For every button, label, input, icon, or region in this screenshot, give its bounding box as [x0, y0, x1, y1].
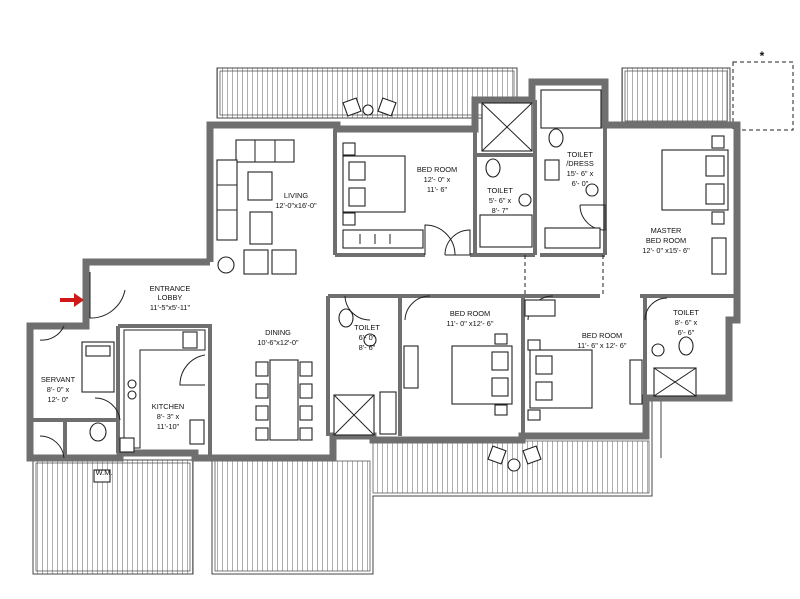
label-bed1-size-a: 12'- 0" x	[424, 175, 451, 184]
label-toilet3-size-b: 6'- 6"	[678, 328, 695, 337]
label-wm: W.M.	[96, 468, 113, 477]
label-dining-name: DINING	[265, 328, 291, 337]
label-servant-size-a: 8'- 0" x	[47, 385, 70, 394]
label-kitchen-name: KITCHEN	[152, 402, 184, 411]
label-toilet-dress-name-b: /DRESS	[566, 159, 594, 168]
label-toilet-dress-size-a: 15'- 6" x	[567, 169, 594, 178]
label-toilet2-size-b: 8'- 6"	[359, 343, 376, 352]
label-living-size: 12'-0"x16'-0"	[275, 201, 317, 210]
label-bed2-size: 11'- 0" x12'- 6"	[447, 319, 494, 328]
label-toilet-dress-size-b: 6'- 0"	[572, 179, 589, 188]
dashed-projection	[732, 61, 794, 131]
toilet-fixtures	[89, 89, 697, 483]
label-toilet1-name: TOILET	[487, 186, 513, 195]
label-living-name: LIVING	[284, 191, 308, 200]
label-toilet2-size-a: 6'- 0"	[359, 333, 376, 342]
label-lobby-name-b: LOBBY	[158, 293, 183, 302]
kitchen-counters	[119, 329, 206, 453]
living-furniture	[216, 139, 297, 275]
label-lobby-name: ENTRANCE	[150, 284, 191, 293]
label-servant-size-b: 12'- 0"	[48, 395, 69, 404]
balcony-chairs-top	[342, 97, 397, 117]
bed-room-1-bed	[342, 142, 424, 249]
label-lobby-size: 11'-5"x5'-11"	[150, 303, 191, 312]
balcony-top-right	[621, 67, 731, 125]
label-master-name: MASTER	[651, 226, 682, 235]
asterisk-mark: *	[760, 49, 765, 63]
servant-bed	[81, 341, 115, 393]
label-toilet1-size-b: 8'- 7"	[492, 206, 509, 215]
label-toilet3-size-a: 8'- 6" x	[675, 318, 698, 327]
label-bed1-name: BED ROOM	[417, 165, 457, 174]
master-bed	[661, 135, 729, 275]
label-master-size: 12'- 0" x15'- 6"	[642, 246, 690, 255]
label-toilet-dress-name: TOILET	[567, 150, 593, 159]
room-labels: BED ROOM 12'- 0" x 11'- 6" TOILET 5'- 6"…	[41, 150, 699, 477]
label-toilet1-size-a: 5'- 6" x	[489, 196, 512, 205]
dining-table	[255, 359, 313, 441]
entry-arrow-icon	[60, 293, 84, 307]
label-dining-size: 10'-6"x12'-0"	[257, 338, 299, 347]
bed-room-3-bed	[524, 299, 643, 421]
balcony-servant	[32, 459, 194, 575]
label-servant-name: SERVANT	[41, 375, 76, 384]
label-toilet3-name: TOILET	[673, 308, 699, 317]
label-bed3-size: 11'- 6" x 12'- 6"	[577, 341, 626, 350]
label-toilet2-name: TOILET	[354, 323, 380, 332]
label-bed3-name: BED ROOM	[582, 331, 622, 340]
label-bed1-size-b: 11'- 6"	[427, 185, 448, 194]
bed-room-2-bed	[379, 333, 513, 435]
label-kitchen-size-a: 8'- 3" x	[157, 412, 180, 421]
label-kitchen-size-b: 11'-10"	[157, 422, 180, 431]
label-master-name-b: BED ROOM	[646, 236, 686, 245]
walls	[26, 78, 741, 462]
label-bed2-name: BED ROOM	[450, 309, 490, 318]
balcony-chairs-bottom	[487, 445, 542, 472]
